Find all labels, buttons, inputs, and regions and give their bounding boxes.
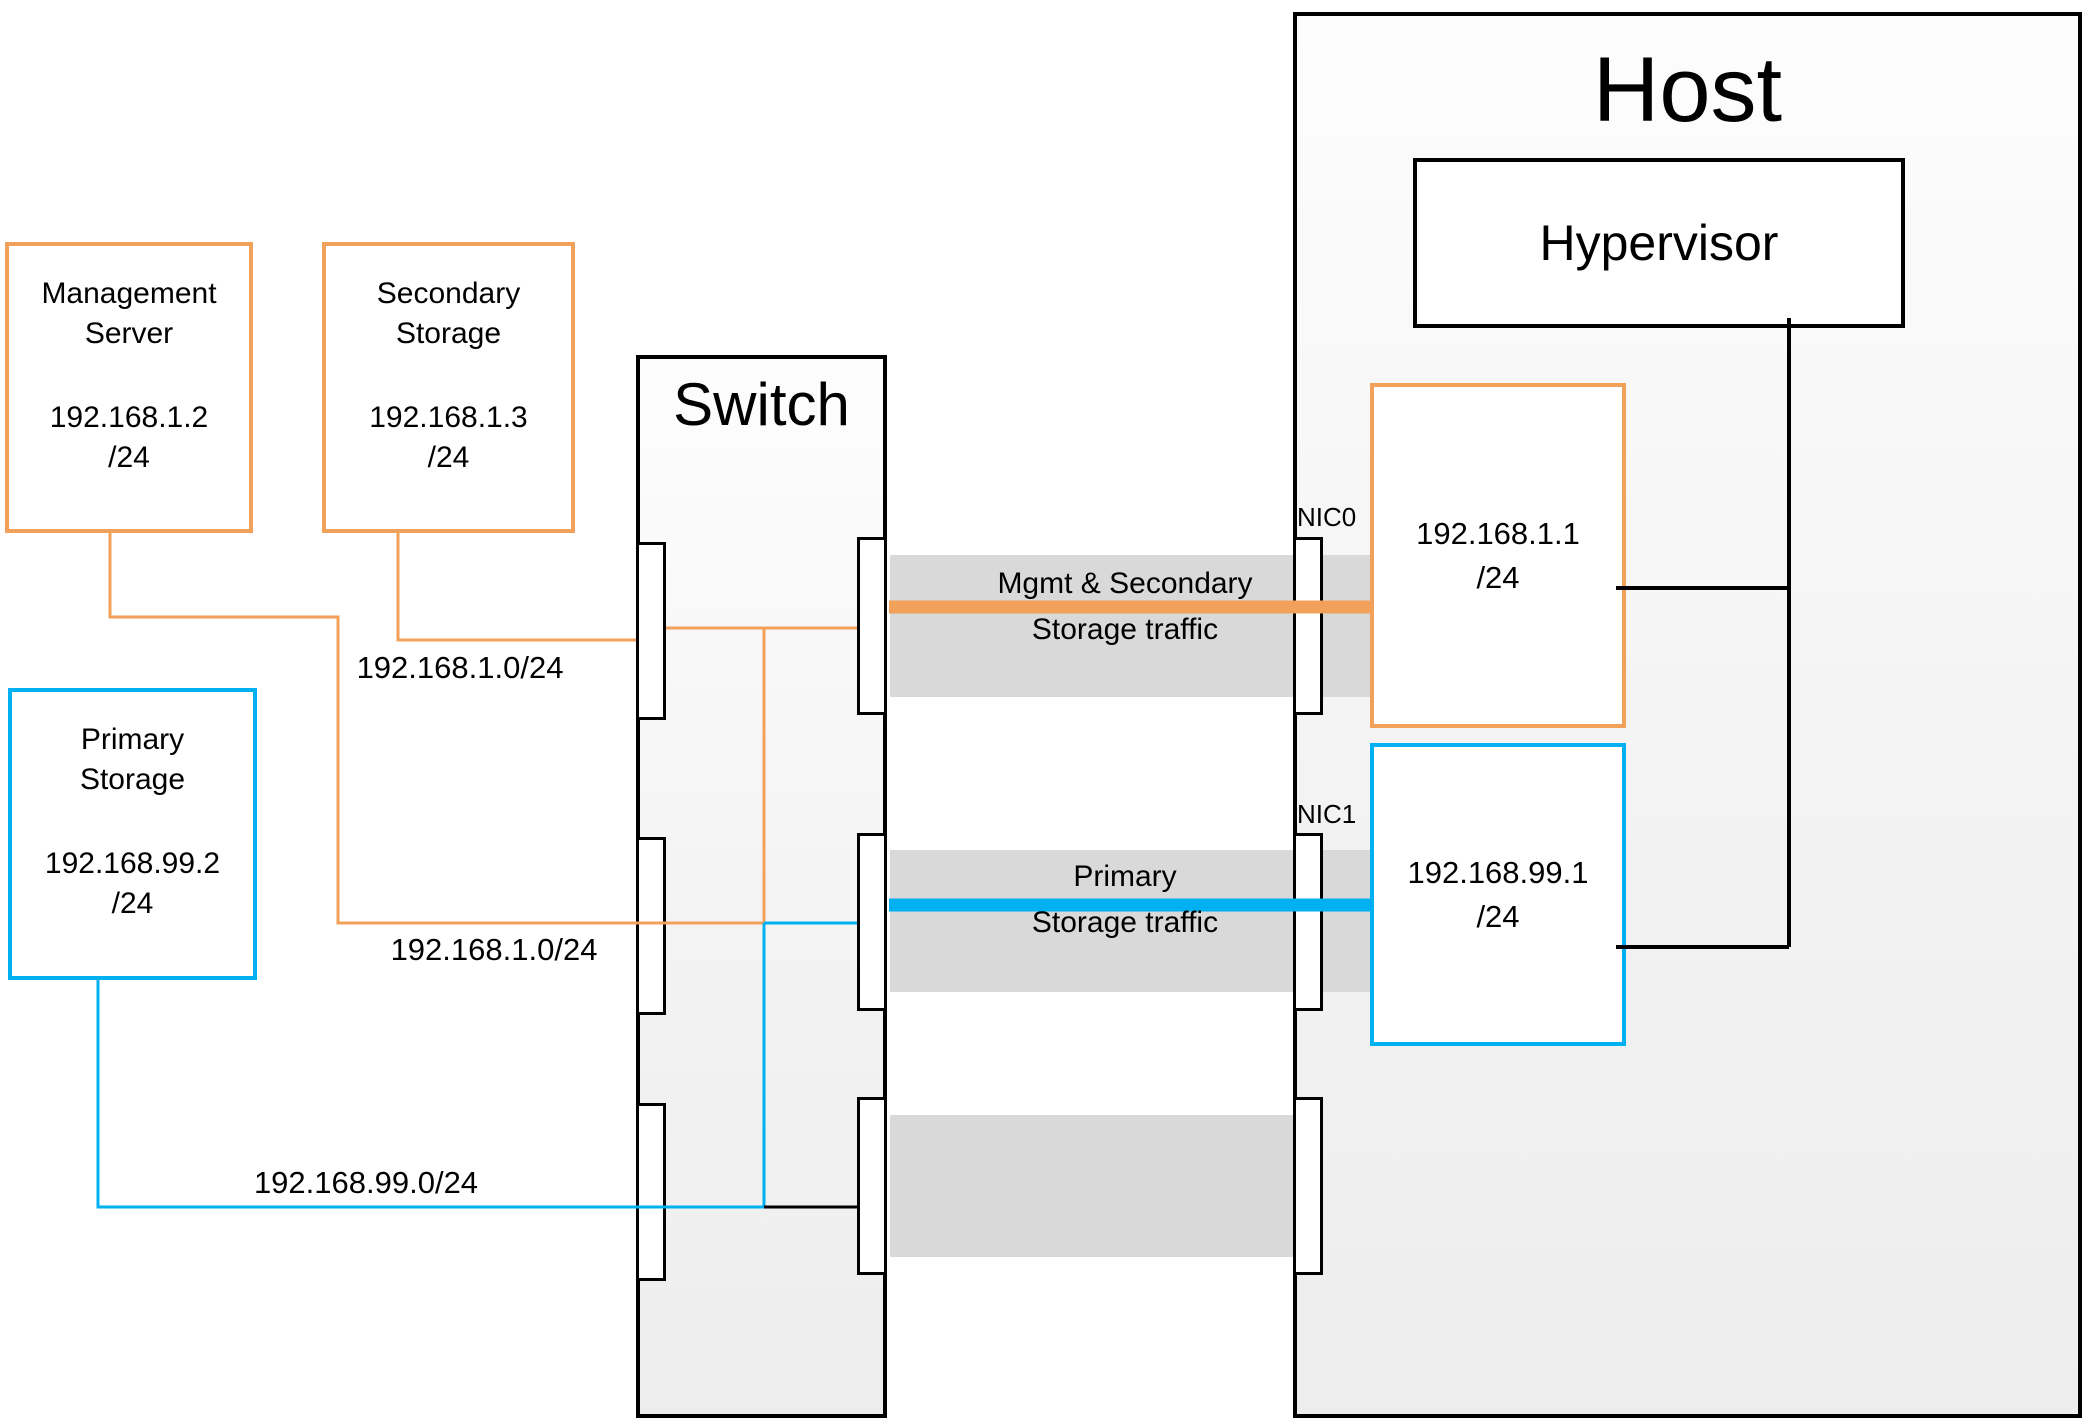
secondary-storage-box: Secondary Storage 192.168.1.3 /24 [322, 242, 575, 533]
subnet-label-storage-row3: 192.168.99.0/24 [253, 1165, 479, 1200]
primary-storage-ip: 192.168.99.2 /24 [44, 847, 221, 920]
switch-port-right-1 [857, 537, 887, 715]
secondary-storage-ip: 192.168.1.3 /24 [369, 401, 528, 474]
nic0-ip-box: 192.168.1.1 /24 [1370, 383, 1626, 728]
switch-port-left-3 [636, 1103, 666, 1281]
hypervisor-box: Hypervisor [1413, 158, 1905, 328]
switch-port-right-3 [857, 1097, 887, 1275]
switch-port-left-2 [636, 837, 666, 1015]
subnet-label-mgmt-row1: 192.168.1.0/24 [356, 650, 564, 685]
secondary-storage-link [396, 531, 636, 642]
hypervisor-title: Hypervisor [1539, 215, 1779, 271]
switch-box: Switch [636, 355, 887, 1418]
primary-traffic-label: Primary Storage traffic [1031, 860, 1219, 939]
nic1-ip-box: 192.168.99.1 /24 [1370, 743, 1626, 1046]
host-port-nic0 [1293, 537, 1323, 715]
management-server-title: Management Server [41, 277, 217, 350]
host-port-unused [1293, 1097, 1323, 1275]
mgmt-traffic-label: Mgmt & Secondary Storage traffic [997, 567, 1253, 646]
nic0-ip: 192.168.1.1 /24 [1416, 515, 1580, 595]
switch-title: Switch [673, 371, 850, 438]
nic1-ip: 192.168.99.1 /24 [1407, 854, 1589, 934]
management-server-box: Management Server 192.168.1.2 /24 [5, 242, 253, 533]
switch-port-left-1 [636, 542, 666, 720]
traffic-band-3 [890, 1115, 1293, 1257]
host-title: Host [1592, 39, 1783, 141]
management-server-ip: 192.168.1.2 /24 [49, 401, 209, 474]
primary-storage-box: Primary Storage 192.168.99.2 /24 [8, 688, 257, 980]
primary-storage-title: Primary Storage [79, 723, 186, 796]
host-port-nic1 [1293, 833, 1323, 1011]
nic0-label: NIC0 [1297, 502, 1357, 532]
subnet-label-mgmt-row2: 192.168.1.0/24 [390, 932, 598, 967]
switch-port-right-2 [857, 833, 887, 1011]
nic1-label: NIC1 [1297, 799, 1357, 829]
secondary-storage-title: Secondary Storage [376, 277, 521, 350]
